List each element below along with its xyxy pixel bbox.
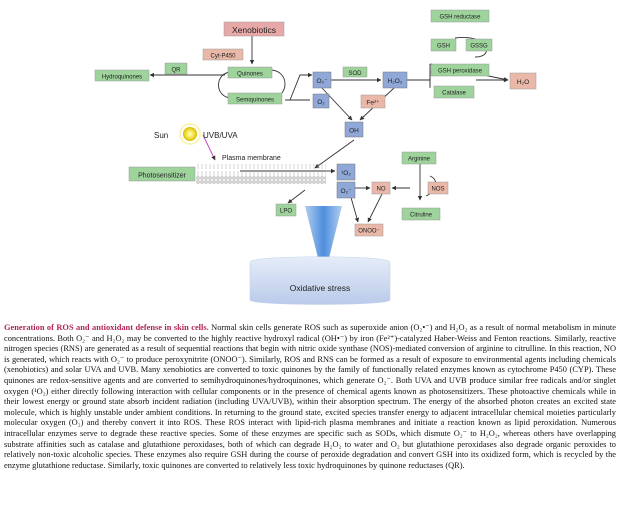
node-lpo: LPO — [275, 203, 297, 217]
label-xenobiotics: Xenobiotics — [232, 25, 276, 35]
node-arginine: Arginine — [401, 151, 437, 165]
label-sun: Sun — [154, 131, 168, 140]
label-o2-radical-2: O₂⁻ — [340, 188, 352, 195]
node-no: NO — [371, 181, 391, 195]
node-oh: OH — [344, 121, 364, 138]
node-o2-radical: O₂⁻ — [312, 71, 332, 89]
label-gssg: GSSG — [470, 44, 488, 50]
label-h2o2: H₂O₂ — [388, 78, 403, 85]
label-qr: QR — [172, 68, 182, 74]
node-sod: SOD — [342, 66, 368, 78]
label-no: NO — [377, 187, 386, 193]
label-gsh-reductase: GSH reductase — [439, 15, 481, 21]
node-onoo: ONOO⁻ — [354, 223, 384, 237]
label-cyt-p450: Cyt-P450 — [210, 54, 236, 60]
node-h2o: H₂O — [509, 72, 537, 90]
label-uvb-uva: UVB/UVA — [203, 131, 238, 140]
label-photosensitizer: Photosensitizer — [138, 173, 187, 180]
label-citruline: Citruline — [410, 213, 433, 219]
label-hydroquinones: Hydroquinones — [102, 75, 142, 81]
node-fe2: Fe²⁺ — [360, 94, 386, 109]
label-singlet-o2: ¹O₂ — [341, 170, 351, 177]
node-gssg: GSSG — [465, 38, 493, 52]
node-semiquinones: Semiquinones — [227, 92, 283, 105]
node-xenobiotics: Xenobiotics — [223, 21, 285, 37]
node-citruline: Citruline — [401, 207, 441, 221]
label-fe2: Fe²⁺ — [366, 100, 380, 107]
node-gsh: GSH — [430, 38, 457, 52]
label-arginine: Arginine — [408, 157, 431, 163]
caption-title: Generation of ROS and antioxidant defens… — [4, 323, 209, 332]
label-nos: NOS — [431, 187, 444, 193]
node-gsh-reductase: GSH reductase — [430, 9, 490, 23]
label-sod: SOD — [348, 71, 362, 77]
node-hydroquinones: Hydroquinones — [94, 69, 150, 82]
label-gsh-peroxidase: GSH peroxidase — [438, 69, 483, 75]
node-gsh-peroxidase: GSH peroxidase — [430, 63, 490, 77]
label-quinones: Quinones — [237, 72, 263, 78]
plasma-membrane — [196, 164, 326, 184]
node-quinones: Quinones — [227, 66, 273, 79]
label-oxidative-stress: Oxidative stress — [290, 283, 350, 293]
label-catalase: Catalase — [442, 91, 466, 97]
node-h2o2: H₂O₂ — [382, 71, 408, 89]
label-plasma-membrane: Plasma membrane — [222, 155, 281, 162]
label-h2o: H₂O — [517, 79, 529, 86]
node-singlet-o2: ¹O₂ — [336, 163, 356, 181]
oxidative-stress-funnel: Oxidative stress — [249, 206, 391, 305]
node-qr: QR — [164, 62, 188, 75]
node-catalase: Catalase — [433, 85, 475, 99]
ros-diagram: Xenobiotics Cyt-P450 QR Hydroquinones Qu… — [94, 9, 537, 305]
sun-icon — [179, 123, 201, 145]
node-cyt-p450: Cyt-P450 — [202, 48, 244, 61]
node-o2: O₂ — [312, 93, 330, 109]
node-nos: NOS — [427, 181, 449, 195]
figure-caption: Generation of ROS and antioxidant defens… — [4, 323, 616, 471]
node-o2-radical-2: O₂⁻ — [336, 181, 356, 199]
node-photosensitizer: Photosensitizer — [128, 166, 196, 182]
label-lpo: LPO — [280, 209, 292, 215]
caption-body: Normal skin cells generate ROS such as s… — [4, 323, 616, 470]
label-gsh: GSH — [437, 44, 450, 50]
label-o2: O₂ — [317, 99, 325, 106]
label-oh: OH — [349, 128, 359, 135]
label-semiquinones: Semiquinones — [236, 98, 274, 104]
label-onoo: ONOO⁻ — [358, 229, 380, 235]
label-o2-radical: O₂⁻ — [316, 78, 328, 85]
